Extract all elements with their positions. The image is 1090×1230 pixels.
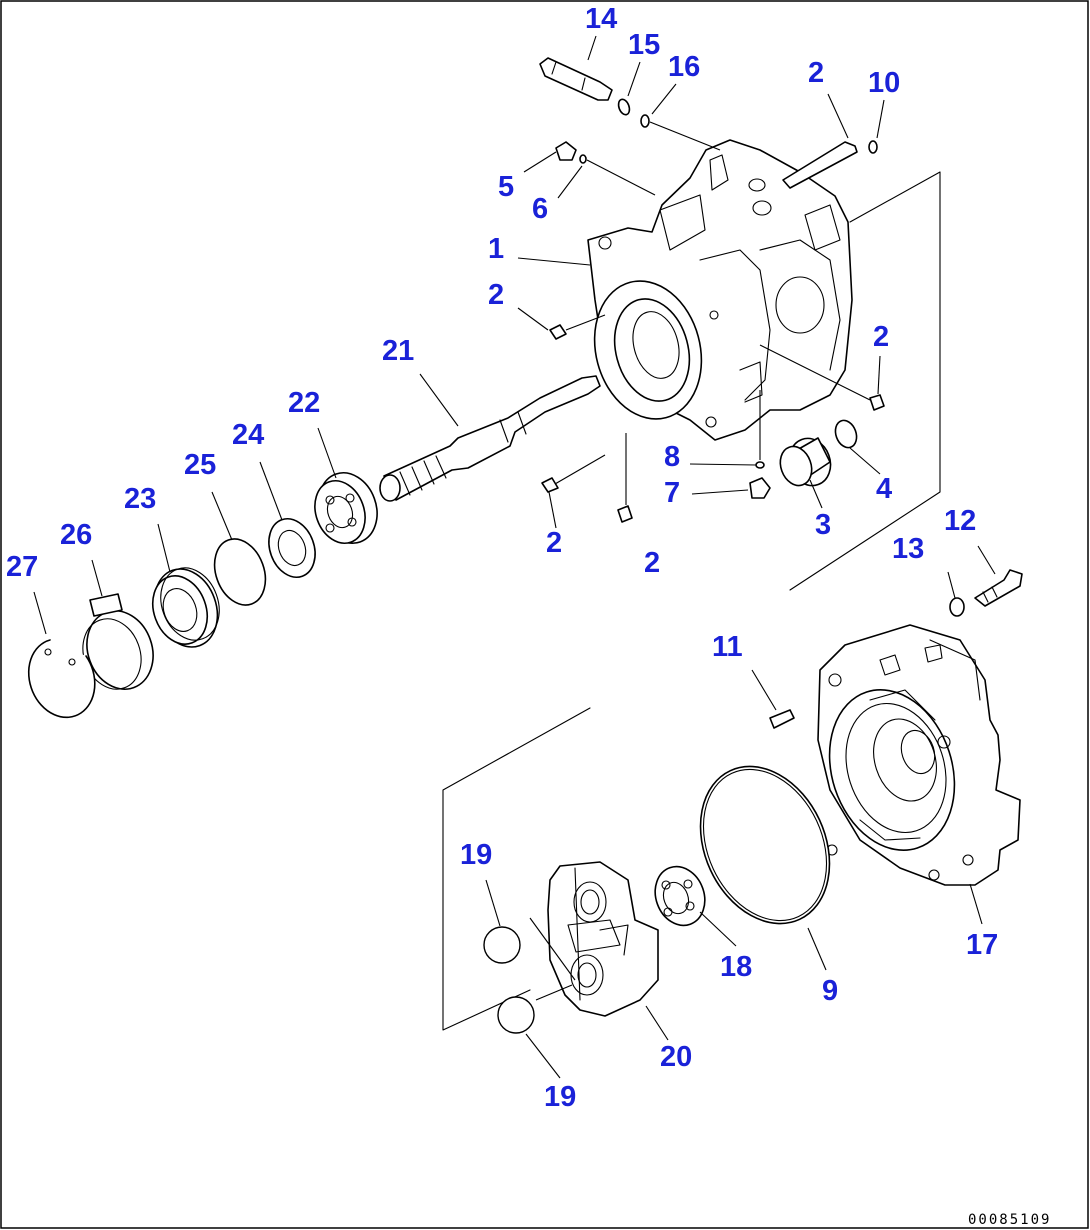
callout-23: 23 [124, 483, 156, 515]
callout-16: 16 [668, 51, 700, 83]
callout-14: 14 [585, 3, 617, 35]
oil-seal [151, 567, 220, 648]
callout-27: 27 [6, 551, 38, 583]
callout-1: 1 [488, 233, 504, 265]
dowel-pin [769, 709, 795, 729]
callout-15: 15 [628, 29, 660, 61]
callout-25: 25 [184, 449, 216, 481]
callout-7: 7 [664, 477, 680, 509]
callout-2-lower: 2 [644, 547, 660, 579]
steel-ball-upper [483, 926, 521, 964]
front-bearing [314, 472, 378, 544]
callout-10: 10 [868, 67, 900, 99]
rear-bearing [654, 865, 706, 927]
callout-2-lower-left: 2 [546, 527, 562, 559]
callout-3: 3 [815, 509, 831, 541]
callout-22: 22 [288, 387, 320, 419]
valve-plate [547, 861, 659, 1017]
callout-21: 21 [382, 335, 414, 367]
callout-4: 4 [876, 473, 892, 505]
callout-20: 20 [660, 1041, 692, 1073]
callout-12: 12 [944, 505, 976, 537]
callout-2-right: 2 [873, 321, 889, 353]
drive-shaft [379, 375, 601, 502]
snap-ring-27 [27, 639, 96, 719]
callout-5: 5 [498, 171, 514, 203]
callout-18: 18 [720, 951, 752, 983]
snap-ring-25 [213, 538, 267, 606]
leader-lines [33, 35, 996, 1079]
callout-24: 24 [232, 419, 264, 451]
callout-17: 17 [966, 929, 998, 961]
callout-6: 6 [532, 193, 548, 225]
callout-2-top: 2 [808, 57, 824, 89]
callout-19-upper: 19 [460, 839, 492, 871]
case-fasteners [539, 57, 885, 523]
drawing-number: 00085109 [968, 1212, 1051, 1228]
callout-26: 26 [60, 519, 92, 551]
callout-8: 8 [664, 441, 680, 473]
callout-19-lower: 19 [544, 1081, 576, 1113]
callout-labels: 14 15 16 2 10 5 6 1 2 2 21 22 24 25 23 2… [6, 3, 998, 1113]
assembly-boundary-lines [442, 171, 941, 1031]
callout-13: 13 [892, 533, 924, 565]
callout-2-left: 2 [488, 279, 504, 311]
pump-case [587, 139, 853, 441]
end-cover [817, 624, 1021, 886]
spacer [268, 518, 316, 578]
callout-11: 11 [712, 631, 743, 663]
o-ring [699, 765, 831, 925]
washer [949, 597, 965, 617]
steel-ball-lower [497, 996, 535, 1034]
callout-9: 9 [822, 975, 838, 1007]
cover-bolt [974, 569, 1023, 607]
